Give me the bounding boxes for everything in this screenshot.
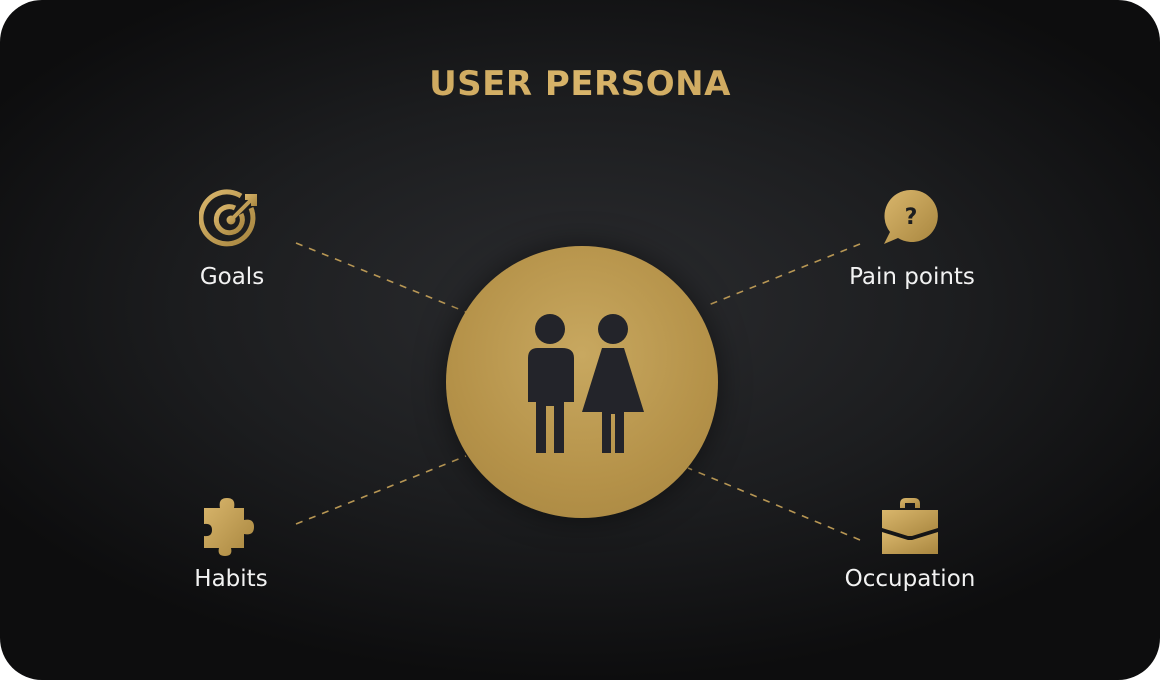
- persona-center-circle: [446, 246, 718, 518]
- target-icon: [199, 189, 257, 247]
- man-woman-icon: [528, 314, 644, 453]
- connector-goals: [295, 242, 467, 313]
- connector-occupation: [687, 467, 861, 541]
- habits-label: Habits: [194, 566, 268, 592]
- puzzle-icon: [204, 498, 254, 556]
- page-title: USER PERSONA: [0, 64, 1160, 104]
- briefcase-icon: [882, 498, 938, 554]
- svg-text:?: ?: [905, 205, 918, 230]
- goals-label: Goals: [199, 264, 265, 290]
- pain-points-label: Pain points: [849, 264, 975, 290]
- occupation-label: Occupation: [844, 566, 976, 592]
- question-bubble-icon: ?: [884, 189, 938, 244]
- connector-habits: [295, 455, 467, 525]
